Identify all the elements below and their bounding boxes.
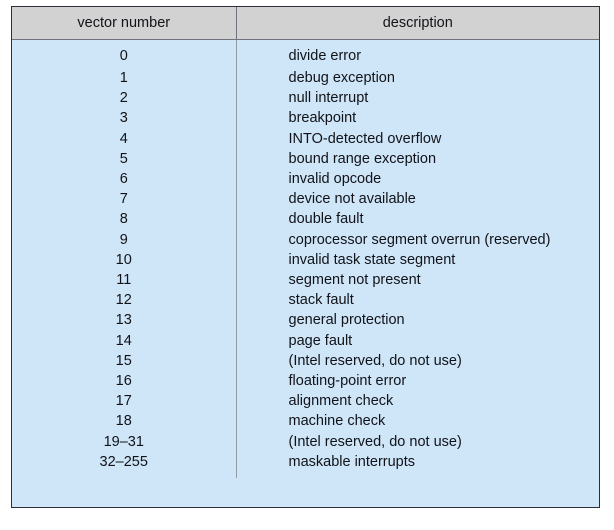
cell-vector-number: 12 — [12, 290, 237, 311]
column-header-vector-number: vector number — [12, 7, 237, 40]
cell-description: null interrupt — [236, 88, 599, 109]
cell-vector-number: 6 — [12, 169, 237, 190]
cell-description: INTO-detected overflow — [236, 128, 599, 149]
cell-description: coprocessor segment overrun (reserved) — [236, 229, 599, 250]
cell-description: bound range exception — [236, 148, 599, 170]
cell-vector-number: 9 — [12, 229, 237, 250]
table-header: vector number description — [12, 7, 599, 40]
cell-vector-number: 4 — [12, 128, 237, 149]
page-left-margin — [0, 0, 11, 530]
header-row: vector number description — [12, 7, 599, 40]
column-header-description: description — [236, 7, 599, 40]
cell-vector-number: 17 — [12, 391, 237, 412]
cell-description: page fault — [236, 330, 599, 351]
cell-description: invalid task state segment — [236, 249, 599, 271]
cell-description: floating-point error — [236, 371, 599, 392]
cell-description: double fault — [236, 209, 599, 230]
cell-description: (Intel reserved, do not use) — [236, 350, 599, 372]
cell-vector-number: 10 — [12, 249, 237, 271]
cell-vector-number: 2 — [12, 88, 237, 109]
cell-description: stack fault — [236, 290, 599, 311]
cell-vector-number: 13 — [12, 310, 237, 331]
cell-vector-number: 15 — [12, 350, 237, 372]
cell-vector-number: 19–31 — [12, 431, 237, 452]
cell-vector-number: 5 — [12, 148, 237, 170]
cell-description: segment not present — [236, 270, 599, 291]
cell-description: invalid opcode — [236, 169, 599, 190]
cell-vector-number: 3 — [12, 108, 237, 129]
cell-description: device not available — [236, 189, 599, 210]
cell-vector-number: 14 — [12, 330, 237, 351]
table-row: 15(Intel reserved, do not use) — [12, 350, 599, 372]
cell-vector-number: 0 — [12, 39, 237, 68]
cell-vector-number: 7 — [12, 189, 237, 210]
cell-description: alignment check — [236, 391, 599, 412]
cell-description: breakpoint — [236, 108, 599, 129]
cell-description: divide error — [236, 39, 599, 68]
cell-vector-number: 16 — [12, 371, 237, 392]
cell-description: machine check — [236, 411, 599, 432]
cell-vector-number: 8 — [12, 209, 237, 230]
cell-description: general protection — [236, 310, 599, 331]
cell-vector-number: 1 — [12, 68, 237, 89]
cell-description: maskable interrupts — [236, 451, 599, 479]
cell-description: (Intel reserved, do not use) — [236, 431, 599, 452]
cell-description: debug exception — [236, 68, 599, 89]
cell-vector-number: 32–255 — [12, 451, 237, 479]
cell-vector-number: 11 — [12, 270, 237, 291]
cell-vector-number: 18 — [12, 411, 237, 432]
table-row: 19–31(Intel reserved, do not use) — [12, 431, 599, 452]
